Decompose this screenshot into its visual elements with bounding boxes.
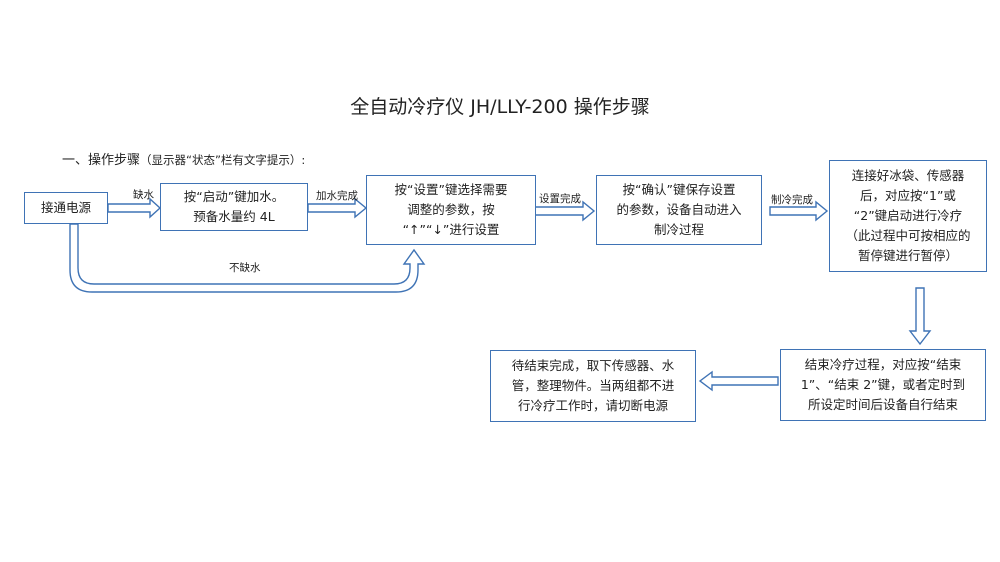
box-set-params: 按“设置”键选择需要 调整的参数，按 “↑”“↓”进行设置 [366, 175, 536, 245]
box-power-on: 接通电源 [24, 192, 108, 224]
box-connect-start: 连接好冰袋、传感器 后，对应按“1”或 “2”键启动进行冷疗 （此过程中可按相应… [829, 160, 987, 272]
box-confirm-save-text: 按“确认”键保存设置 的参数，设备自动进入 制冷过程 [616, 182, 742, 237]
box-connect-start-text: 连接好冰袋、传感器 后，对应按“1”或 “2”键启动进行冷疗 （此过程中可按相应… [845, 168, 971, 263]
diagram-title: 全自动冷疗仪 JH/LLY-200 操作步骤 [350, 96, 650, 118]
arrow-down-to-end [908, 287, 932, 346]
arrow-lack-water [107, 197, 162, 219]
section-heading: 一、操作步骤（显示器“状态”栏有文字提示）: [62, 149, 305, 168]
arrow-water-done [307, 197, 368, 219]
section-heading-note: （显示器“状态”栏有文字提示）: [140, 153, 306, 167]
box-finish-cleanup: 待结束完成，取下传感器、水 管，整理物件。当两组都不进 行冷疗工作时，请切断电源 [490, 350, 696, 422]
arrow-cooling-done [769, 200, 829, 222]
box-end-therapy: 结束冷疗过程，对应按“结束 1”、“结束 2”键，或者定时到 所设定时间后设备自… [780, 349, 986, 421]
arrow-to-finish [698, 370, 779, 392]
box-end-therapy-text: 结束冷疗过程，对应按“结束 1”、“结束 2”键，或者定时到 所设定时间后设备自… [800, 357, 966, 412]
label-setup-done: 设置完成 [539, 193, 581, 205]
label-lack-water: 缺水 [133, 189, 154, 201]
arrow-setup-done [534, 200, 596, 222]
box-power-on-text: 接通电源 [40, 200, 91, 215]
box-confirm-save: 按“确认”键保存设置 的参数，设备自动进入 制冷过程 [596, 175, 762, 245]
box-start-add-water: 按“启动”键加水。 预备水量约 4L [160, 183, 308, 231]
label-water-done: 加水完成 [316, 190, 358, 202]
box-start-add-water-text: 按“启动”键加水。 预备水量约 4L [183, 189, 285, 224]
section-heading-prefix: 一、操作步骤 [62, 153, 141, 168]
label-no-lack-water: 不缺水 [229, 262, 261, 274]
label-cooling-done: 制冷完成 [771, 194, 813, 206]
arrow-no-lack-water [69, 223, 426, 293]
box-set-params-text: 按“设置”键选择需要 调整的参数，按 “↑”“↓”进行设置 [394, 182, 508, 237]
box-finish-cleanup-text: 待结束完成，取下传感器、水 管，整理物件。当两组都不进 行冷疗工作时，请切断电源 [511, 358, 675, 413]
